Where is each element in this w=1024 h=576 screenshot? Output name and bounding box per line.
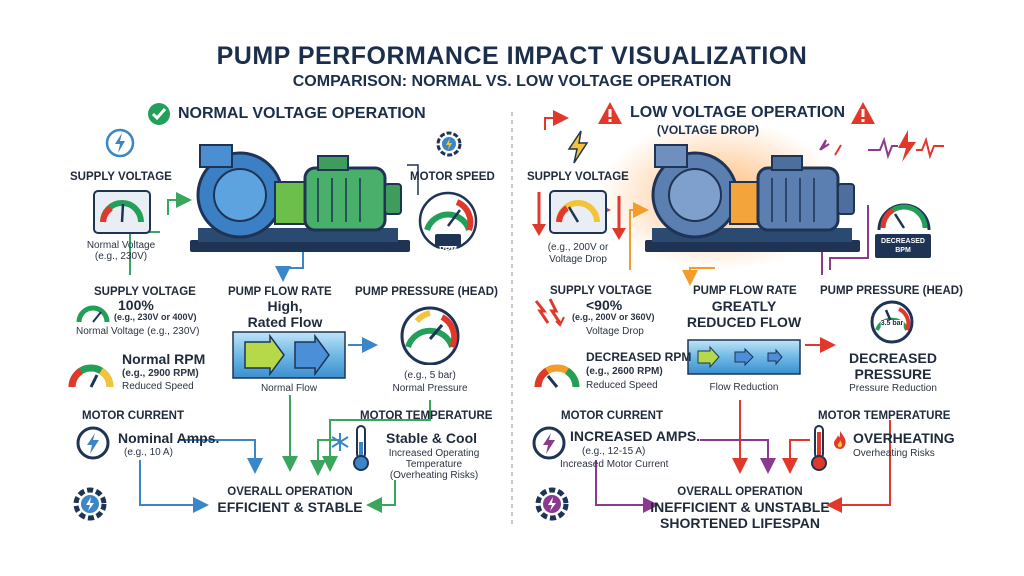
normal-temp-desc-2: Temperature — [405, 459, 463, 470]
low-rpm-badge — [875, 234, 931, 258]
normal-flow-pipe — [232, 331, 346, 379]
normal-supply-eg: (e.g., 230V or 400V) — [114, 312, 197, 322]
normal-current-value: Nominal Amps. — [118, 430, 220, 446]
low-flow-pipe — [687, 339, 801, 375]
normal-supply-desc: Normal Voltage (e.g., 230V) — [76, 326, 200, 337]
normal-pressure-eg: (e.g., 5 bar) — [404, 370, 456, 381]
low-current-value: INCREASED AMPS. — [570, 428, 701, 444]
low-pressure-value-2: PRESSURE — [854, 366, 932, 382]
low-rpm-eg: (e.g., 2600 RPM) — [586, 366, 663, 377]
normal-temp-value: Stable & Cool — [386, 430, 478, 446]
normal-meter-caption-2: (e.g., 230V) — [94, 251, 148, 262]
normal-current-eg: (e.g., 10 A) — [124, 447, 173, 458]
normal-temp-desc-3: (Overheating Risks) — [389, 470, 479, 481]
low-rpm-desc: Reduced Speed — [586, 380, 658, 391]
low-supply-desc: Voltage Drop — [586, 326, 644, 337]
normal-flow-value-1: High, — [267, 298, 303, 314]
normal-header: NORMAL VOLTAGE OPERATION — [178, 105, 426, 122]
low-header: LOW VOLTAGE OPERATION — [630, 104, 846, 121]
rpm-label: RPM — [439, 245, 457, 254]
low-flow-title: PUMP FLOW RATE — [693, 285, 797, 297]
normal-supply-title: SUPPLY VOLTAGE — [94, 286, 196, 298]
normal-supply-voltage-title: SUPPLY VOLTAGE — [70, 171, 172, 183]
low-flow-value-2: REDUCED FLOW — [686, 314, 802, 330]
low-overall-value-2: SHORTENED LIFESPAN — [660, 515, 820, 531]
low-supply-title: SUPPLY VOLTAGE — [550, 285, 652, 297]
motor-speed-title: MOTOR SPEED — [410, 171, 495, 183]
normal-pump-illustration — [190, 144, 410, 252]
low-temp-desc: Overheating Risks — [853, 448, 935, 459]
normal-flow-value-2: Rated Flow — [247, 314, 323, 330]
low-flow-value-1: GREATLY — [711, 298, 777, 314]
low-current-eg: (e.g., 12-15 A) — [582, 446, 646, 457]
normal-current-title: MOTOR CURRENT — [82, 410, 185, 422]
low-rpm-label-1: DECREASED — [881, 238, 925, 245]
low-overall-value-1: INEFFICIENT & UNSTABLE — [650, 499, 830, 515]
normal-pressure-caption: Normal Pressure — [392, 383, 468, 394]
normal-rpm-eg: (e.g., 2900 RPM) — [122, 368, 199, 379]
low-supply-eg: (e.g., 200V or 360V) — [572, 312, 655, 322]
low-pressure-caption: Pressure Reduction — [849, 383, 937, 394]
normal-rpm-title: Normal RPM — [122, 351, 206, 367]
low-supply-voltage-title: SUPPLY VOLTAGE — [527, 171, 629, 183]
page-title: PUMP PERFORMANCE IMPACT VISUALIZATION — [216, 42, 808, 70]
normal-temp-title: MOTOR TEMPERATURE — [360, 410, 493, 422]
normal-rpm-desc: Reduced Speed — [122, 381, 194, 392]
normal-temp-desc-1: Increased Operating — [388, 448, 480, 459]
low-rpm-label-2: BPM — [895, 247, 911, 254]
low-rpm-title: DECREASED RPM — [586, 350, 692, 364]
low-flow-caption: Flow Reduction — [709, 382, 779, 393]
normal-supply-value: 100% — [118, 297, 154, 313]
check-icon — [148, 103, 170, 125]
low-meter-caption-2: Voltage Drop — [549, 254, 607, 265]
normal-overall-title: OVERALL OPERATION — [227, 486, 353, 498]
low-current-title: MOTOR CURRENT — [561, 410, 664, 422]
normal-overall-value: EFFICIENT & STABLE — [217, 499, 363, 515]
normal-pressure-title: PUMP PRESSURE (HEAD) — [355, 286, 498, 298]
normal-meter-caption-1: Normal Voltage — [86, 240, 156, 251]
low-gauge-text: 3.5 bar — [880, 320, 904, 328]
low-meter-caption-1: (e.g., 200V or — [547, 242, 609, 253]
low-temp-value: OVERHEATING — [853, 430, 955, 446]
low-pressure-value-1: DECREASED — [849, 350, 937, 366]
low-pump-illustration — [600, 120, 860, 270]
normal-flow-caption: Normal Flow — [260, 383, 318, 394]
low-header-sub: (VOLTAGE DROP) — [656, 123, 760, 137]
normal-flow-title: PUMP FLOW RATE — [228, 286, 332, 298]
low-overall-title: OVERALL OPERATION — [677, 486, 803, 498]
low-pressure-title: PUMP PRESSURE (HEAD) — [820, 285, 963, 297]
page-subtitle: COMPARISON: NORMAL VS. LOW VOLTAGE OPERA… — [292, 73, 732, 90]
low-temp-title: MOTOR TEMPERATURE — [818, 410, 951, 422]
low-current-desc: Increased Motor Current — [560, 459, 669, 470]
low-supply-value: <90% — [586, 297, 623, 313]
